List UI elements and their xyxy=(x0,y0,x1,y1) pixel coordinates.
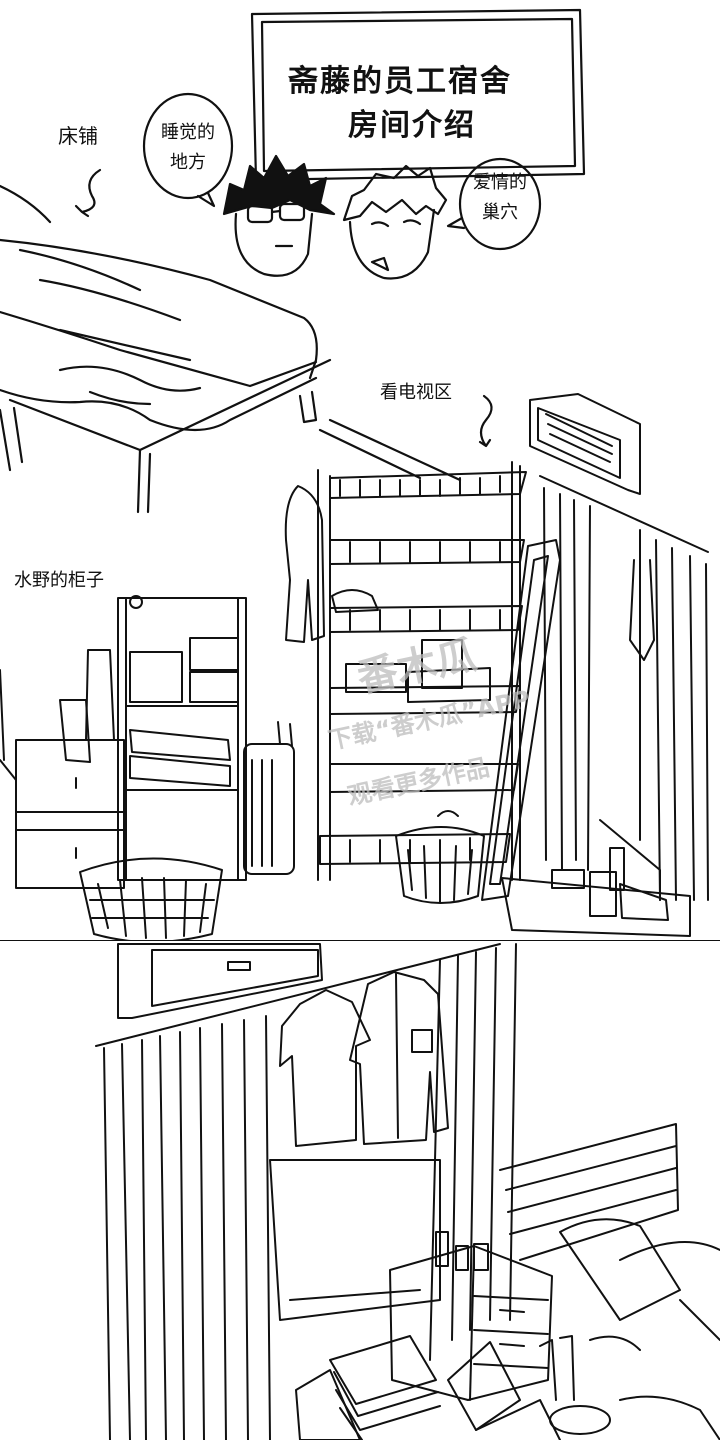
title-frame xyxy=(250,8,586,182)
speech-bubble-right xyxy=(446,157,542,251)
air-conditioner xyxy=(529,393,641,495)
speech-bubble-left-line1: 睡觉的 xyxy=(161,122,215,143)
panel-bedroom-intro xyxy=(0,8,586,514)
leaning-mirror xyxy=(481,539,561,901)
bed-frame-headboard xyxy=(499,1123,720,1341)
speech-bubble-left-line2: 地方 xyxy=(170,152,206,173)
window-curtains xyxy=(539,475,709,901)
window-frame xyxy=(269,1159,441,1321)
floor-clutter xyxy=(447,1335,720,1440)
laundry-basket-left xyxy=(79,857,223,940)
arrow-bed xyxy=(74,168,102,218)
hanging-jacket xyxy=(284,485,325,643)
character-mizuno-head xyxy=(342,164,448,280)
bedside-drawers xyxy=(389,1231,553,1401)
arrow-tv-area xyxy=(478,394,493,448)
laundry-basket-right xyxy=(395,810,485,904)
bed-illustration xyxy=(0,184,462,514)
drawer-unit xyxy=(15,649,125,889)
page-title-line2: 房间介绍 xyxy=(348,108,476,143)
page-title-line1: 斋藤的员工宿舍 xyxy=(288,64,512,99)
hanging-clothes xyxy=(279,971,449,1147)
curtain-rod-and-curtains xyxy=(95,943,517,1440)
suitcase xyxy=(243,721,295,875)
air-conditioner-bottom xyxy=(117,943,323,1019)
speech-bubble-right-line1: 爱情的 xyxy=(473,172,527,193)
low-table xyxy=(501,847,691,937)
speech-bubble-right-line2: 巢穴 xyxy=(482,202,518,223)
panel-window-corner xyxy=(0,940,720,1440)
panel-tv-area xyxy=(0,393,709,940)
label-cabinet: 水野的柜子 xyxy=(14,570,104,591)
label-bed: 床铺 xyxy=(58,124,98,148)
speech-bubble-left xyxy=(142,92,234,208)
cabinet-mizuno xyxy=(117,595,247,881)
label-tv-area: 看电视区 xyxy=(380,382,452,403)
character-saito-head xyxy=(222,154,336,277)
book-stack xyxy=(295,1335,441,1440)
